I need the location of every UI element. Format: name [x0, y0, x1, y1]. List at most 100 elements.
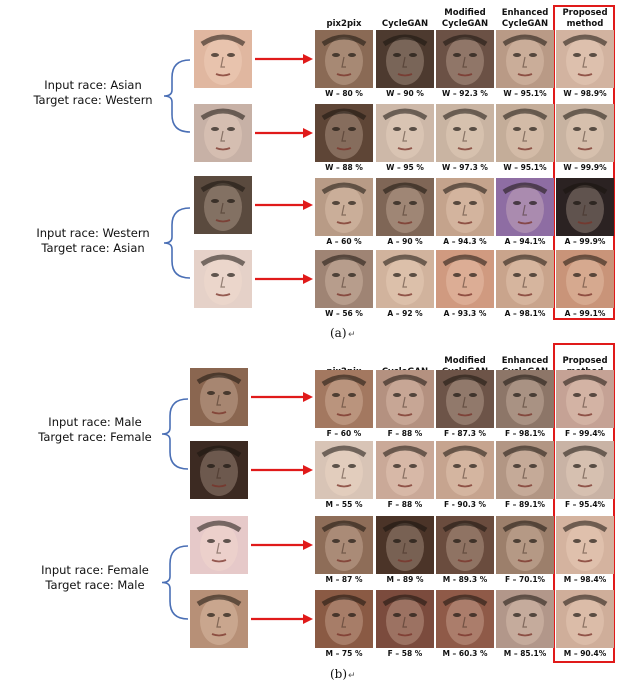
face-photo — [436, 178, 494, 236]
face-photo — [190, 441, 248, 499]
input-face-image — [190, 516, 248, 574]
accuracy-caption: W – 90 % — [386, 89, 424, 98]
input-race-label: Input race: Male — [48, 415, 142, 429]
generated-face-image — [436, 250, 494, 308]
face-photo — [376, 250, 434, 308]
accuracy-caption: A - 93.3 % — [443, 309, 487, 318]
generated-face-image — [315, 370, 373, 428]
red-arrow — [255, 274, 313, 284]
face-photo — [376, 30, 434, 88]
generated-face-image — [556, 250, 614, 308]
generated-face-image — [496, 178, 554, 236]
face-photo — [556, 516, 614, 574]
generated-face-image — [376, 370, 434, 428]
face-photo — [315, 250, 373, 308]
face-photo — [194, 250, 252, 308]
generated-face-image — [376, 441, 434, 499]
face-photo — [315, 104, 373, 162]
face-photo — [556, 590, 614, 648]
target-race-label: Target race: Western — [33, 93, 153, 107]
accuracy-caption: M – 85.1% — [503, 649, 547, 658]
left-brace — [161, 398, 189, 470]
face-photo — [496, 104, 554, 162]
accuracy-caption: M – 90.4% — [563, 649, 607, 658]
accuracy-caption: M – 75 % — [325, 649, 363, 658]
generated-face-image — [556, 590, 614, 648]
face-photo — [315, 441, 373, 499]
generated-face-image — [315, 250, 373, 308]
generated-face-image — [496, 250, 554, 308]
generated-face-image — [496, 590, 554, 648]
accuracy-caption: W – 95 % — [386, 163, 424, 172]
accuracy-caption: M – 98.4% — [563, 575, 607, 584]
accuracy-caption: F – 99.4% — [564, 429, 606, 438]
face-photo — [194, 176, 252, 234]
face-photo — [194, 30, 252, 88]
generated-face-image — [315, 590, 373, 648]
input-face-image — [194, 250, 252, 308]
input-race-label: Input race: Female — [41, 563, 149, 577]
generated-face-image — [556, 104, 614, 162]
accuracy-caption: A – 99.9% — [564, 237, 606, 246]
left-brace — [161, 545, 189, 620]
face-photo — [436, 441, 494, 499]
accuracy-caption: W – 99.9% — [563, 163, 607, 172]
face-photo — [315, 516, 373, 574]
generated-face-image — [315, 104, 373, 162]
target-race-label: Target race: Female — [38, 430, 152, 444]
generated-face-image — [376, 590, 434, 648]
accuracy-caption: W – 95.1% — [503, 89, 547, 98]
accuracy-caption: W – 92.3 % — [442, 89, 488, 98]
generated-face-image — [496, 441, 554, 499]
face-photo — [376, 441, 434, 499]
accuracy-caption: A – 90 % — [387, 237, 423, 246]
face-photo — [315, 590, 373, 648]
left-brace — [163, 59, 191, 133]
face-photo — [376, 516, 434, 574]
generated-face-image — [496, 104, 554, 162]
target-race-label: Target race: Male — [45, 578, 145, 592]
accuracy-caption: F – 95.4% — [564, 500, 606, 509]
generated-face-image — [376, 516, 434, 574]
accuracy-caption: M – 55 % — [325, 500, 363, 509]
column-header: Enhanced CycleGAN — [501, 8, 549, 29]
generated-face-image — [436, 178, 494, 236]
face-photo — [556, 250, 614, 308]
generated-face-image — [556, 370, 614, 428]
accuracy-caption: M – 60.3 % — [442, 649, 488, 658]
accuracy-caption: A – 98.1% — [504, 309, 546, 318]
accuracy-caption: A – 94.1% — [504, 237, 546, 246]
proposed-method-highlight-box — [553, 343, 615, 663]
red-arrow — [251, 614, 313, 624]
face-photo — [436, 370, 494, 428]
red-arrow — [255, 200, 313, 210]
face-photo — [315, 370, 373, 428]
return-mark: ↵ — [348, 330, 356, 340]
face-photo — [194, 104, 252, 162]
input-race-label: Input race: Asian — [44, 78, 142, 92]
face-photo — [190, 368, 248, 426]
input-face-image — [194, 176, 252, 234]
column-header: Proposed method — [562, 8, 608, 29]
accuracy-caption: M – 89 % — [386, 575, 424, 584]
accuracy-caption: F – 89.1% — [504, 500, 546, 509]
accuracy-caption: W – 80 % — [325, 89, 363, 98]
generated-face-image — [376, 104, 434, 162]
face-photo — [190, 516, 248, 574]
accuracy-caption: F – 60 % — [326, 429, 362, 438]
input-face-image — [194, 104, 252, 162]
accuracy-caption: W – 98.9% — [563, 89, 607, 98]
generated-face-image — [556, 516, 614, 574]
face-photo — [190, 590, 248, 648]
accuracy-caption: A – 60 % — [326, 237, 362, 246]
generated-face-image — [315, 30, 373, 88]
panel-caption: (b) — [330, 667, 348, 681]
generated-face-image — [496, 30, 554, 88]
generated-face-image — [556, 178, 614, 236]
accuracy-caption: F - 87.3 % — [443, 429, 487, 438]
left-brace — [163, 207, 191, 279]
input-race-label: Input race: Western — [36, 226, 150, 240]
